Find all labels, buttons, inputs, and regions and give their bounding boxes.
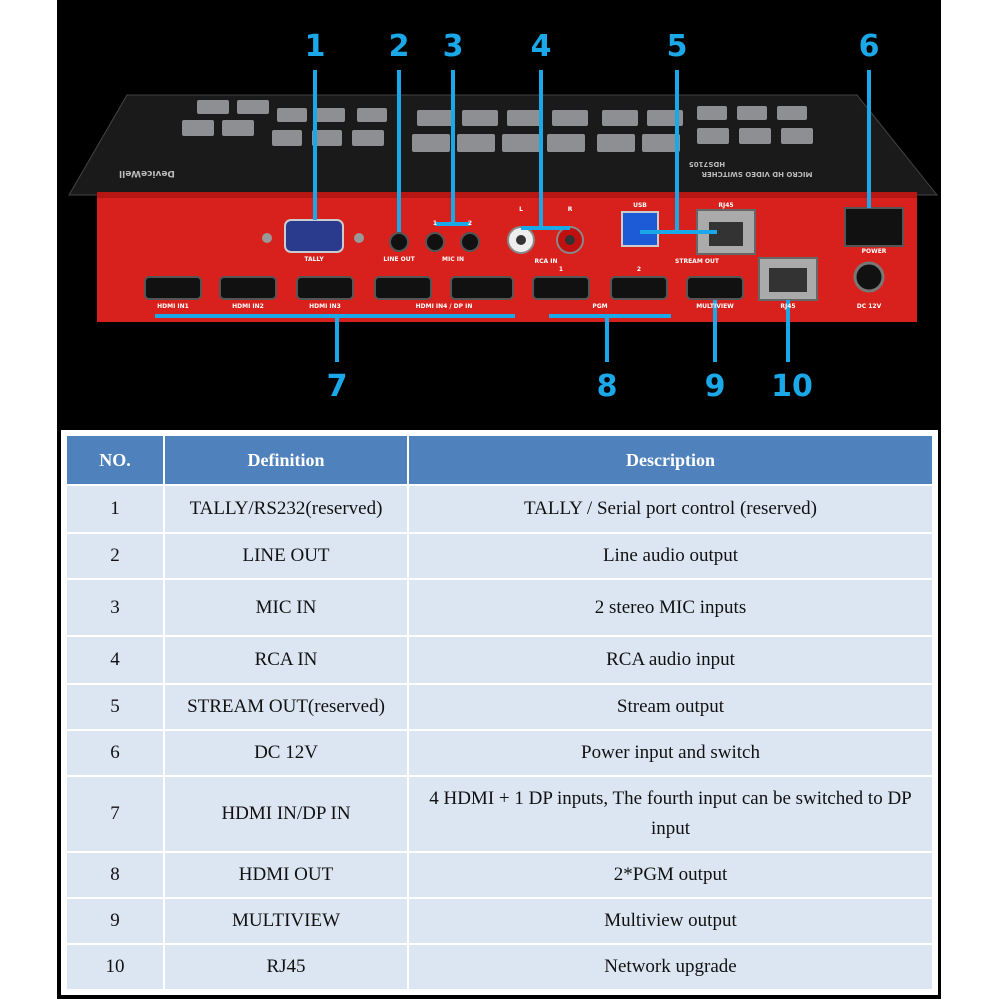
cell-no: 10: [67, 944, 165, 991]
label-rca-l: L: [519, 206, 523, 213]
cell-definition: MULTIVIEW: [165, 898, 409, 945]
cell-description: TALLY / Serial port control (reserved): [409, 486, 932, 535]
cell-definition: LINE OUT: [165, 534, 409, 581]
header-definition: Definition: [165, 436, 409, 486]
tally-port: [284, 219, 344, 253]
label-stream-out: STREAM OUT: [675, 258, 719, 265]
cell-definition: RJ45: [165, 944, 409, 991]
cell-description: Stream output: [409, 685, 932, 732]
dc-jack: [853, 261, 885, 293]
label-rca-in: RCA IN: [534, 258, 558, 265]
cell-description: Line audio output: [409, 534, 932, 581]
power-switch: [844, 207, 904, 247]
callout-5: 5: [666, 29, 688, 64]
label-dc12v: DC 12V: [856, 303, 882, 310]
label-rca-r: R: [567, 206, 573, 213]
cell-definition: RCA IN: [165, 636, 409, 686]
callout-7: 7: [326, 369, 348, 404]
cell-description: 4 HDMI + 1 DP inputs, The fourth input c…: [409, 777, 932, 853]
device-rear-panel-photo: 1 2 3 4 5 6 7 8 9 10 DeviceWell MICRO HD…: [57, 0, 941, 425]
label-rj45-top: RJ45: [718, 202, 734, 209]
label-mic-in: MIC IN: [442, 256, 464, 263]
cell-definition: MIC IN: [165, 580, 409, 637]
cell-description: Network upgrade: [409, 945, 932, 991]
label-multiview: MULTIVIEW: [696, 303, 734, 310]
label-mic-2: 2: [467, 220, 473, 227]
brand-logo: DeviceWell: [119, 168, 175, 178]
cell-description: Power input and switch: [409, 731, 932, 778]
device-keys: [182, 100, 813, 152]
model-code: HDS7105: [688, 160, 726, 168]
callout-3: 3: [442, 29, 464, 64]
product-image-frame: 1 2 3 4 5 6 7 8 9 10 DeviceWell MICRO HD…: [57, 0, 941, 999]
mic-in-jack-2: [460, 232, 480, 252]
cell-no: 6: [67, 731, 165, 778]
cell-no: 3: [67, 580, 165, 637]
hdmi-ports: [144, 276, 744, 300]
device-illustration: [68, 70, 939, 362]
cell-no: 2: [67, 534, 165, 581]
cell-description: Multiview output: [409, 899, 932, 945]
cell-description: 2 stereo MIC inputs: [409, 580, 932, 637]
label-line-out: LINE OUT: [383, 256, 415, 263]
label-power: POWER: [861, 248, 887, 255]
cell-definition: TALLY/RS232(reserved): [165, 486, 409, 535]
callout-1: 1: [304, 29, 326, 64]
cell-no: 1: [67, 486, 165, 535]
callout-8: 8: [596, 369, 618, 404]
cell-no: 8: [67, 852, 165, 899]
cell-definition: HDMI IN/DP IN: [165, 777, 409, 853]
cell-no: 4: [67, 636, 165, 686]
callout-2: 2: [388, 29, 410, 64]
label-rj45-bottom: RJ45: [780, 303, 796, 310]
cell-no: 7: [67, 777, 165, 853]
label-pgm-1: 1: [558, 266, 564, 273]
callout-4: 4: [530, 29, 552, 64]
label-mic-1: 1: [432, 220, 438, 227]
table-header-row: NO. Definition Description: [67, 436, 932, 486]
label-usb: USB: [633, 202, 647, 209]
cell-no: 5: [67, 685, 165, 732]
mic-in-jack-1: [425, 232, 445, 252]
header-description: Description: [409, 436, 932, 486]
label-tally: TALLY: [304, 256, 324, 263]
label-hdmi-in3: HDMI IN3: [309, 303, 341, 310]
label-hdmi-in4-dp: HDMI IN4 / DP IN: [415, 303, 473, 310]
callout-lines: [155, 70, 871, 362]
label-pgm-2: 2: [636, 266, 642, 273]
header-no: NO.: [67, 436, 165, 486]
callout-9: 9: [704, 369, 726, 404]
usb-port: [621, 211, 659, 247]
label-pgm: PGM: [592, 303, 608, 310]
line-out-jack: [389, 232, 409, 252]
callout-6: 6: [858, 29, 880, 64]
cell-description: 2*PGM output: [409, 853, 932, 899]
cell-definition: STREAM OUT(reserved): [165, 685, 409, 732]
cell-no: 9: [67, 898, 165, 945]
cell-definition: DC 12V: [165, 731, 409, 778]
label-hdmi-in2: HDMI IN2: [232, 303, 264, 310]
label-hdmi-in1: HDMI IN1: [157, 303, 189, 310]
cell-description: RCA audio input: [409, 637, 932, 686]
cell-definition: HDMI OUT: [165, 852, 409, 899]
callout-10: 10: [771, 369, 813, 404]
model-text: MICRO HD VIDEO SWITCHER: [701, 170, 813, 178]
